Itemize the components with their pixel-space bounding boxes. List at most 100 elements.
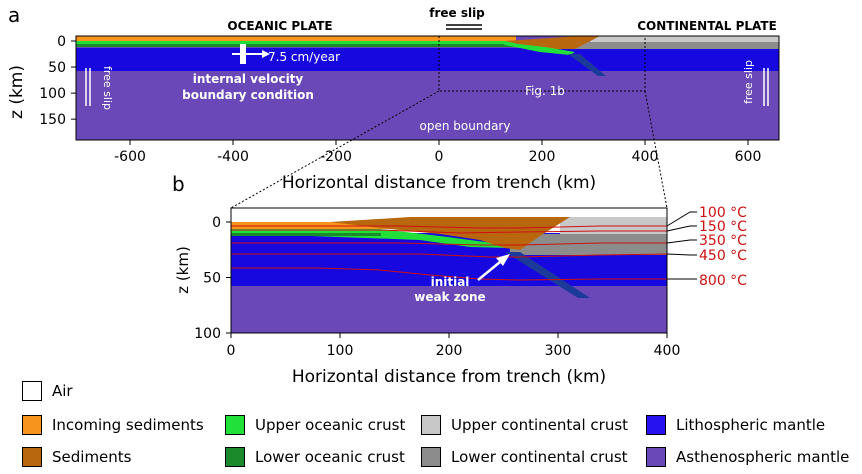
- legend-swatch: [225, 415, 245, 435]
- panel-b-y-axis: 0 50 100: [194, 215, 231, 342]
- panel-a-model: [75, 35, 780, 141]
- a-y-tick-label: 50: [48, 60, 66, 76]
- continental-plate-label: CONTINENTAL PLATE: [637, 19, 777, 33]
- legend-item-upper-oceanic-crust: Upper oceanic crust: [225, 413, 405, 437]
- legend-label: Asthenospheric mantle: [676, 448, 850, 466]
- b-x-tick-label: 300: [545, 343, 572, 359]
- a-x-tick-label: -200: [320, 149, 352, 165]
- incoming-sediments-layer: [76, 36, 516, 41]
- velocity-label: 7.5 cm/year: [268, 50, 340, 64]
- b-y-tick-label: 100: [194, 326, 221, 342]
- panel-b-ylabel: z (km): [174, 246, 192, 294]
- b-x-tick-label: 200: [436, 343, 463, 359]
- panel-a-x-axis: -600 -400 -200 0 200 400 600: [114, 140, 761, 165]
- velocity-marker: [232, 44, 270, 64]
- isotherm-150: [231, 229, 667, 234]
- a-y-tick-label: 150: [39, 112, 66, 128]
- slab-tip-b: [505, 252, 590, 298]
- legend-label: Sediments: [52, 448, 132, 466]
- a-x-tick-label: 400: [632, 149, 659, 165]
- legend-item-lithospheric-mantle: Lithospheric mantle: [646, 413, 825, 437]
- a-y-tick-label: 0: [57, 34, 66, 50]
- b-x-tick-label: 400: [654, 343, 681, 359]
- sediment-wedge-b: [330, 217, 570, 250]
- panel-b-model: [230, 207, 668, 334]
- panel-a-letter: a: [8, 3, 20, 27]
- legend-item-sediments: Sediments: [22, 445, 131, 469]
- panel-a-ylabel: z (km): [7, 65, 27, 119]
- panel-a-y-axis: 0 50 100 150: [39, 34, 76, 128]
- free-slip-left-label: free slip: [101, 66, 114, 110]
- upper-oceanic-crust-layer: [76, 41, 516, 44]
- legend-item-lower-continental-crust: Lower continental crust: [421, 445, 628, 469]
- legend-swatch: [421, 447, 441, 467]
- isotherm-350: [231, 242, 667, 246]
- legend-item-air: Air: [22, 379, 73, 403]
- legend-item-incoming-sediments: Incoming sediments: [22, 413, 204, 437]
- weak-zone-line1: initial: [431, 275, 470, 289]
- isotherm-label: 100 °C: [699, 205, 747, 221]
- a-x-tick-label: -400: [217, 149, 249, 165]
- legend-label: Upper continental crust: [451, 416, 629, 434]
- velocity-arrow-icon: [262, 50, 270, 58]
- lower-continental-crust-b: [510, 234, 667, 255]
- internal-velocity-line1: internal velocity: [193, 72, 304, 86]
- a-y-tick-label: 100: [39, 86, 66, 102]
- legend-label: Upper oceanic crust: [255, 416, 406, 434]
- legend-item-lower-oceanic-crust: Lower oceanic crust: [225, 445, 405, 469]
- isotherm-label: 450 °C: [699, 248, 747, 264]
- legend-swatch: [225, 447, 245, 467]
- fig1b-reference-label: Fig. 1b: [525, 84, 565, 98]
- isotherm-leaders: [666, 211, 697, 280]
- internal-velocity-line2: boundary condition: [182, 88, 314, 102]
- panel-b-letter: b: [172, 172, 185, 196]
- lower-continental-crust: [575, 42, 779, 49]
- weak-zone-line2: weak zone: [414, 290, 485, 304]
- legend-item-upper-continental-crust: Upper continental crust: [421, 413, 628, 437]
- fig1b-zoom-box: [438, 36, 646, 92]
- isotherm-100: [231, 225, 667, 229]
- legend-label: Air: [52, 382, 73, 400]
- weak-zone-arrow: [477, 261, 501, 281]
- legend-label: Lithospheric mantle: [676, 416, 826, 434]
- legend-label: Incoming sediments: [52, 416, 204, 434]
- panel-b-xlabel: Horizontal distance from trench (km): [292, 367, 606, 387]
- panel-b-x-axis: 0 100 200 300 400: [227, 333, 681, 359]
- b-x-tick-label: 0: [227, 343, 236, 359]
- b-x-tick-label: 100: [327, 343, 354, 359]
- a-x-tick-label: 0: [435, 149, 444, 165]
- a-x-tick-label: -600: [114, 149, 146, 165]
- free-slip-right-label: free slip: [742, 60, 755, 104]
- open-boundary-label: open boundary: [420, 119, 511, 133]
- a-x-tick-label: 600: [735, 149, 762, 165]
- isotherm-800: [231, 267, 667, 281]
- free-slip-left-mark: [85, 68, 91, 106]
- asthenosphere-region-b: [231, 286, 667, 333]
- b-y-tick-label: 50: [203, 271, 221, 287]
- legend-swatch: [22, 447, 42, 467]
- free-slip-right-mark: [763, 68, 769, 106]
- legend-swatch: [646, 447, 666, 467]
- b-y-tick-label: 0: [212, 215, 221, 231]
- isotherm-label: 800 °C: [699, 273, 747, 289]
- legend-item-asthenospheric-mantle: Asthenospheric mantle: [646, 445, 849, 469]
- upper-continental-crust: [590, 36, 779, 42]
- legend-swatch: [421, 415, 441, 435]
- lithosphere-region: [76, 48, 779, 71]
- legend-swatch: [22, 381, 42, 401]
- lower-oceanic-crust-layer: [76, 44, 516, 47]
- legend-label: Lower continental crust: [451, 448, 628, 466]
- isotherm-label: 350 °C: [699, 233, 747, 249]
- oceanic-plate-label: OCEANIC PLATE: [227, 19, 332, 33]
- lower-oceanic-crust-b: [231, 233, 381, 236]
- legend-swatch: [22, 415, 42, 435]
- panel-a-frame: [75, 35, 780, 141]
- isotherm-label: 150 °C: [699, 219, 747, 235]
- legend-swatch: [646, 415, 666, 435]
- a-x-tick-label: 200: [529, 149, 556, 165]
- free-slip-top-label: free slip: [429, 6, 485, 20]
- slab-tip: [568, 54, 606, 76]
- legend-label: Lower oceanic crust: [255, 448, 405, 466]
